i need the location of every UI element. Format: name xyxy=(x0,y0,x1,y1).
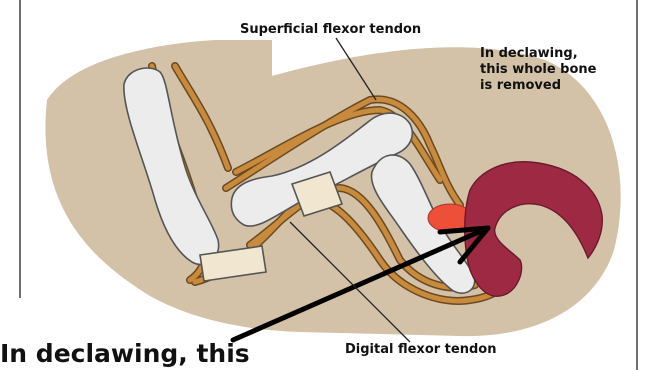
bone-note-line-3: is removed xyxy=(480,78,561,93)
caption-text: In declawing, this xyxy=(0,339,250,368)
label-digital-flexor-tendon: Digital flexor tendon xyxy=(345,342,496,357)
label-bone-note: In declawing, this whole bone is removed xyxy=(480,46,601,93)
bone-note-line-1: In declawing, xyxy=(480,46,578,61)
bone-note-line-2: this whole bone xyxy=(480,62,597,77)
label-superficial-flexor-tendon: Superficial flexor tendon xyxy=(240,22,421,37)
